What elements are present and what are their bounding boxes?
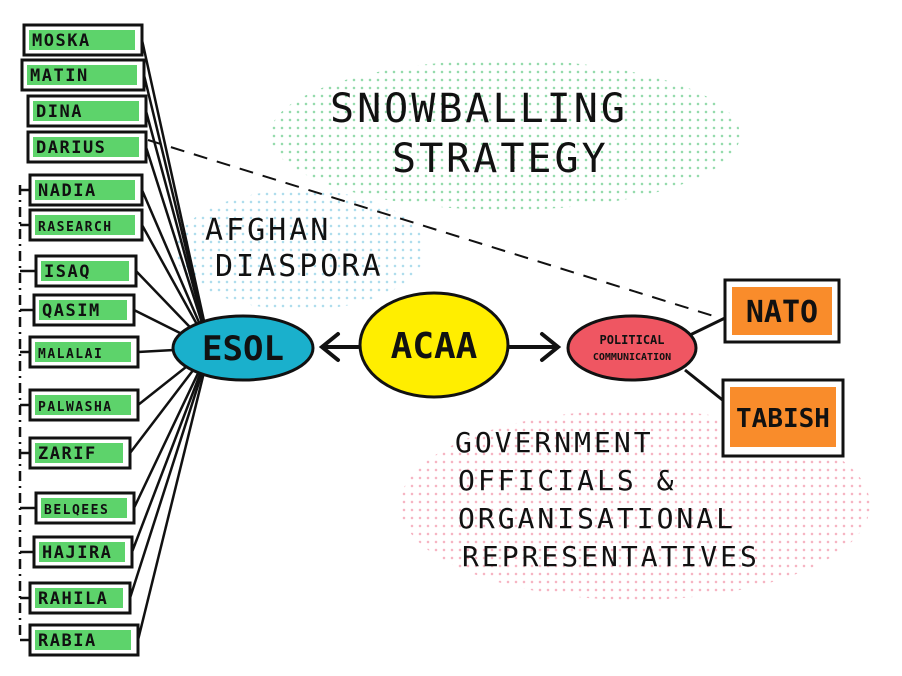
participant-label-darius: DARIUS bbox=[36, 138, 106, 158]
spoke-hajira bbox=[130, 347, 212, 553]
political-label-line1: POLITICAL bbox=[599, 333, 664, 347]
participant-label-rasearch: RASEARCH bbox=[38, 220, 113, 235]
acaa-label: ACAA bbox=[391, 326, 478, 367]
connector-political-nato bbox=[689, 316, 726, 337]
title-dot-cloud bbox=[270, 60, 740, 210]
spoke-darius bbox=[144, 146, 212, 349]
gov-label-line4: REPRESENTATIVES bbox=[462, 540, 760, 573]
participant-box-isaq[interactable]: ISAQ bbox=[34, 254, 138, 288]
dashed-connector-darius-nato bbox=[147, 139, 721, 319]
acaa-node[interactable]: ACAA bbox=[358, 291, 510, 399]
esol-label: ESOL bbox=[202, 329, 284, 369]
participant-box-nadia[interactable]: NADIA bbox=[28, 173, 144, 207]
participant-box-dina[interactable]: DINA bbox=[26, 94, 148, 128]
participant-label-matin: MATIN bbox=[30, 66, 89, 86]
title-line1: SNOWBALLING bbox=[330, 86, 628, 132]
esol-node[interactable]: ESOL bbox=[171, 314, 315, 382]
spoke-dina bbox=[144, 110, 212, 349]
official-box-tabish[interactable]: TABISH bbox=[721, 378, 845, 458]
participant-box-matin[interactable]: MATIN bbox=[20, 58, 146, 92]
political-communication-node[interactable]: POLITICAL COMMUNICATION bbox=[566, 314, 698, 382]
participant-label-nadia: NADIA bbox=[38, 181, 97, 201]
participant-box-hajira[interactable]: HAJIRA bbox=[32, 535, 134, 569]
participant-label-qasim: QASIM bbox=[42, 301, 101, 321]
spoke-rahila bbox=[128, 347, 212, 599]
participant-box-darius[interactable]: DARIUS bbox=[26, 130, 148, 164]
participant-box-zarif[interactable]: ZARIF bbox=[28, 436, 132, 470]
political-label-line2: COMMUNICATION bbox=[593, 352, 671, 363]
participant-box-rasearch[interactable]: RASEARCH bbox=[28, 208, 144, 242]
arrow-to-political bbox=[508, 332, 562, 362]
participant-label-palwasha: PALWASHA bbox=[38, 400, 113, 415]
gov-label-line1: GOVERNMENT bbox=[455, 426, 654, 459]
official-label-tabish: TABISH bbox=[736, 404, 830, 434]
participant-box-palwasha[interactable]: PALWASHA bbox=[28, 388, 140, 422]
title-line2: STRATEGY bbox=[392, 136, 609, 182]
participant-box-rabia[interactable]: RABIA bbox=[28, 623, 140, 657]
arrow-to-esol bbox=[318, 332, 360, 362]
participant-label-zarif: ZARIF bbox=[38, 444, 97, 464]
participant-label-malalai: MALALAI bbox=[38, 347, 103, 362]
connector-political-tabish bbox=[684, 368, 726, 404]
participant-box-rahila[interactable]: RAHILA bbox=[28, 581, 132, 615]
participant-list: MOSKA MATIN DINA DARIUS NADIA RASEARCH ISAQ QAS… bbox=[20, 23, 148, 657]
participant-label-rahila: RAHILA bbox=[38, 589, 108, 609]
spoke-rabia bbox=[136, 347, 212, 641]
gov-label-line3: ORGANISATIONAL bbox=[458, 502, 736, 535]
participant-box-malalai[interactable]: MALALAI bbox=[28, 335, 140, 369]
bracket-ticks bbox=[20, 188, 36, 642]
official-label-nato: NATO bbox=[746, 295, 818, 330]
gov-label-line2: OFFICIALS & bbox=[458, 464, 676, 497]
afghan-diaspora-line2: DIASPORA bbox=[215, 249, 384, 284]
diaspora-dot-cloud bbox=[175, 190, 425, 310]
participant-label-hajira: HAJIRA bbox=[42, 543, 112, 563]
participant-label-belqees: BELQEES bbox=[44, 503, 109, 518]
participant-box-moska[interactable]: MOSKA bbox=[22, 23, 144, 57]
participant-label-dina: DINA bbox=[36, 102, 83, 122]
participant-label-moska: MOSKA bbox=[32, 31, 91, 51]
afghan-diaspora-line1: AFGHAN bbox=[205, 213, 331, 248]
participant-box-belqees[interactable]: BELQEES bbox=[34, 491, 136, 525]
participant-label-rabia: RABIA bbox=[38, 631, 97, 651]
official-box-nato[interactable]: NATO bbox=[723, 278, 841, 344]
participant-box-qasim[interactable]: QASIM bbox=[32, 293, 136, 327]
spoke-belqees bbox=[132, 347, 212, 509]
participant-label-isaq: ISAQ bbox=[44, 262, 91, 282]
